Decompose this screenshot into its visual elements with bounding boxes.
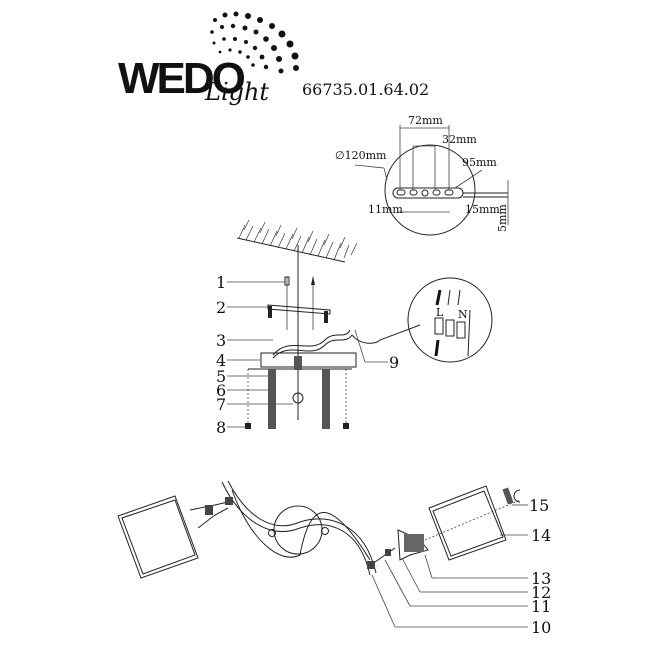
dimension-72mm: 72mm — [408, 114, 443, 127]
ceiling-hatch — [236, 219, 358, 263]
dimension-15mm: 15mm — [465, 203, 500, 216]
callout-7: 7 — [216, 395, 226, 414]
callout-15: 15 — [529, 496, 549, 515]
hook-part-7 — [292, 392, 304, 404]
callout-4: 4 — [216, 351, 226, 370]
callout-14: 14 — [531, 526, 551, 545]
logo-swirl-dots — [210, 11, 299, 74]
callout-8: 8 — [216, 418, 226, 437]
callout-2: 2 — [216, 298, 226, 317]
terminal-label-n: N — [458, 308, 468, 321]
canopy-round — [273, 505, 323, 555]
shade-right-part-14 — [428, 485, 507, 561]
callout-12: 12 — [531, 583, 551, 602]
dimension-diameter-120mm: ∅120mm — [335, 149, 387, 162]
mounting-bar-part-2 — [267, 304, 331, 323]
part-12 — [385, 549, 391, 556]
callout-6: 6 — [216, 381, 226, 400]
canopy-part-4 — [260, 352, 357, 368]
callout-5: 5 — [216, 367, 226, 386]
brand-logo: WEDO Light — [118, 11, 299, 106]
callout-leaders-top — [227, 281, 388, 428]
dimension-32mm: 32mm — [442, 133, 477, 146]
logo-wordmark: WEDO — [118, 54, 245, 103]
canopy-assembly: L N — [236, 219, 493, 429]
logo-script: Light — [204, 78, 269, 106]
wiring-terminal-detail: L N — [407, 277, 493, 363]
shade-left — [117, 495, 199, 579]
dimension-5mm: 5mm — [496, 204, 509, 232]
callout-1: 1 — [216, 273, 226, 292]
threaded-rods-part-5-6 — [268, 356, 330, 429]
dimension-11mm: 11mm — [368, 203, 403, 216]
part-number: 66735.01.64.02 — [302, 80, 429, 99]
callout-11: 11 — [531, 597, 551, 616]
dimension-95mm: 95mm — [462, 156, 497, 169]
terminal-label-l: L — [436, 306, 444, 319]
callout-leaders-bottom — [371, 504, 528, 628]
screws-part-1 — [284, 276, 315, 330]
wire-part-3 — [272, 329, 351, 356]
mounting-plate-detail: 72mm 32mm ∅120mm 95mm 11mm 15mm 5mm — [335, 114, 509, 236]
callout-10: 10 — [531, 618, 551, 637]
ring-part-15 — [502, 487, 514, 505]
nuts-part-8 — [245, 369, 349, 429]
callout-9: 9 — [389, 353, 399, 372]
callout-13: 13 — [531, 569, 551, 588]
fixture-assembled-view — [117, 480, 521, 579]
callout-3: 3 — [216, 331, 226, 350]
